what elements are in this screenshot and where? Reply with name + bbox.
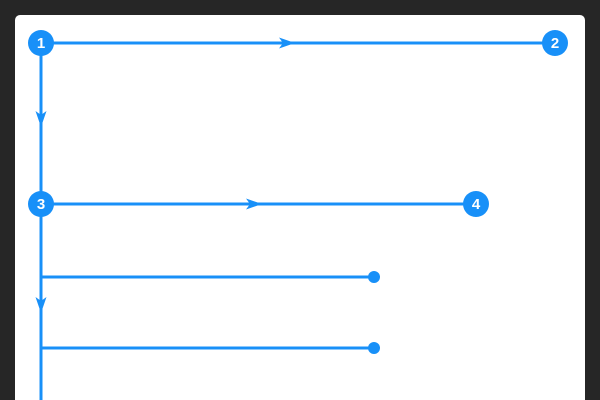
node-circle-2[interactable] — [542, 30, 568, 56]
edges-layer — [39, 41, 555, 400]
node-4[interactable]: 4 — [463, 191, 489, 217]
endpoint-dots-layer — [368, 271, 380, 354]
nodes-layer: 1 2 3 4 — [28, 30, 568, 217]
arrowhead-down-edge-spine-lower — [35, 297, 47, 313]
flow-diagram[interactable]: 1 2 3 4 — [15, 15, 585, 400]
node-label-4: 4 — [472, 196, 481, 213]
node-label-3: 3 — [37, 196, 45, 213]
endpoint-dot-e2[interactable] — [368, 342, 380, 354]
node-3[interactable]: 3 — [28, 191, 54, 217]
node-circle-4[interactable] — [463, 191, 489, 217]
arrowheads-layer — [35, 37, 295, 313]
node-2[interactable]: 2 — [542, 30, 568, 56]
node-circle-3[interactable] — [28, 191, 54, 217]
diagram-panel: 1 2 3 4 — [15, 15, 585, 400]
node-label-1: 1 — [37, 35, 45, 52]
node-label-2: 2 — [551, 35, 559, 52]
node-circle-1[interactable] — [28, 30, 54, 56]
arrowhead-down-edge-1-3 — [35, 111, 47, 127]
arrowhead-right-edge-3-4 — [246, 198, 262, 210]
arrowhead-right-edge-1-2 — [279, 37, 295, 49]
endpoint-dot-e1[interactable] — [368, 271, 380, 283]
node-1[interactable]: 1 — [28, 30, 54, 56]
